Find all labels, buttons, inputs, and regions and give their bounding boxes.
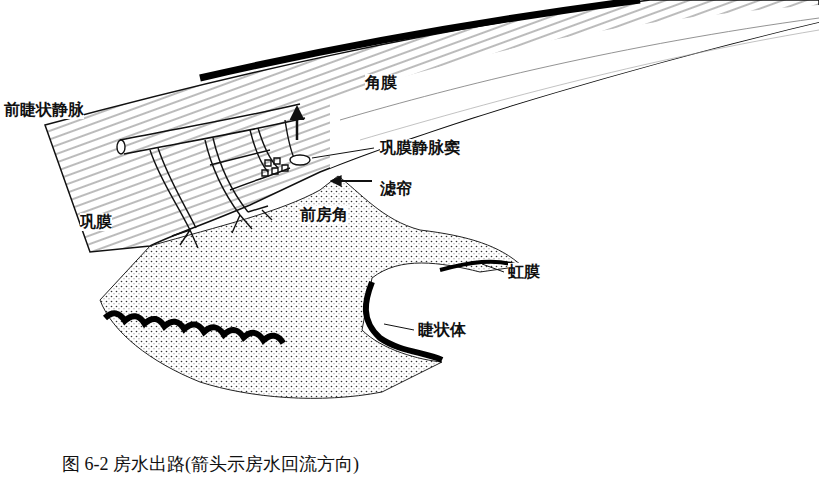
cornea — [330, 5, 819, 168]
vein-network — [150, 120, 296, 248]
sclera-cornea-wall — [45, 0, 819, 252]
flow-arrow — [332, 180, 372, 182]
leader-line — [312, 148, 374, 158]
part-label: 滤帘 — [380, 180, 412, 198]
ciliary-processes — [105, 312, 284, 343]
part-label: 角膜 — [365, 74, 397, 92]
part-label: 睫状体 — [418, 321, 466, 339]
part-label: 前睫状静脉 — [4, 101, 84, 119]
leader-line — [482, 264, 504, 272]
schlemm-canal — [290, 155, 310, 165]
figure-caption: 图 6-2 房水出路(箭头示房水回流方向) — [62, 455, 359, 475]
flow-arrow — [296, 108, 299, 140]
part-label: 巩膜 — [80, 213, 112, 231]
part-label: 虹膜 — [508, 263, 540, 281]
part-label: 前房角 — [300, 206, 348, 224]
ciliary-body-iris — [100, 176, 522, 398]
outer-epithelium — [200, 0, 640, 78]
leader-line — [384, 324, 414, 330]
anterior-ciliary-vein — [120, 104, 300, 140]
part-label: 巩膜静脉窦 — [380, 139, 460, 157]
